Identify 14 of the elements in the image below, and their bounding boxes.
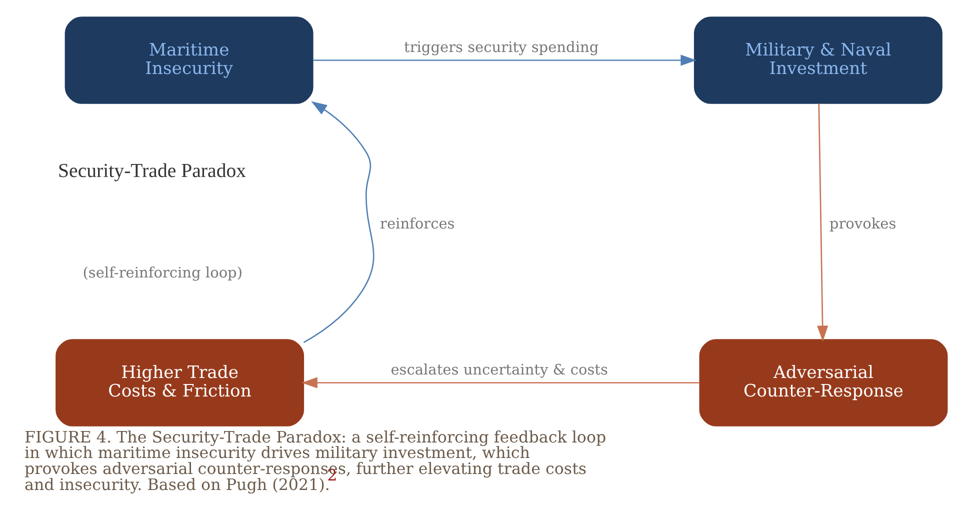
arrow — [817, 102, 828, 342]
label: Security-Trade Paradox — [58, 160, 246, 182]
node-box: Military & Naval Investment — [694, 16, 942, 104]
edge-label: reinforces — [380, 216, 455, 232]
arrow — [303, 100, 374, 343]
label: (self-reinforcing loop) — [82, 264, 243, 281]
arrow — [312, 54, 697, 66]
node-box: Adversarial Counter-Response — [699, 338, 948, 426]
edge-label: triggers security spending — [404, 40, 599, 56]
node-box: Maritime Insecurity — [64, 16, 314, 104]
edge-label: provokes — [829, 216, 896, 232]
node-box: Higher Trade Costs & Friction — [56, 338, 304, 426]
edge-label: escalates uncertainty & costs — [390, 362, 608, 378]
arrow — [302, 376, 700, 388]
